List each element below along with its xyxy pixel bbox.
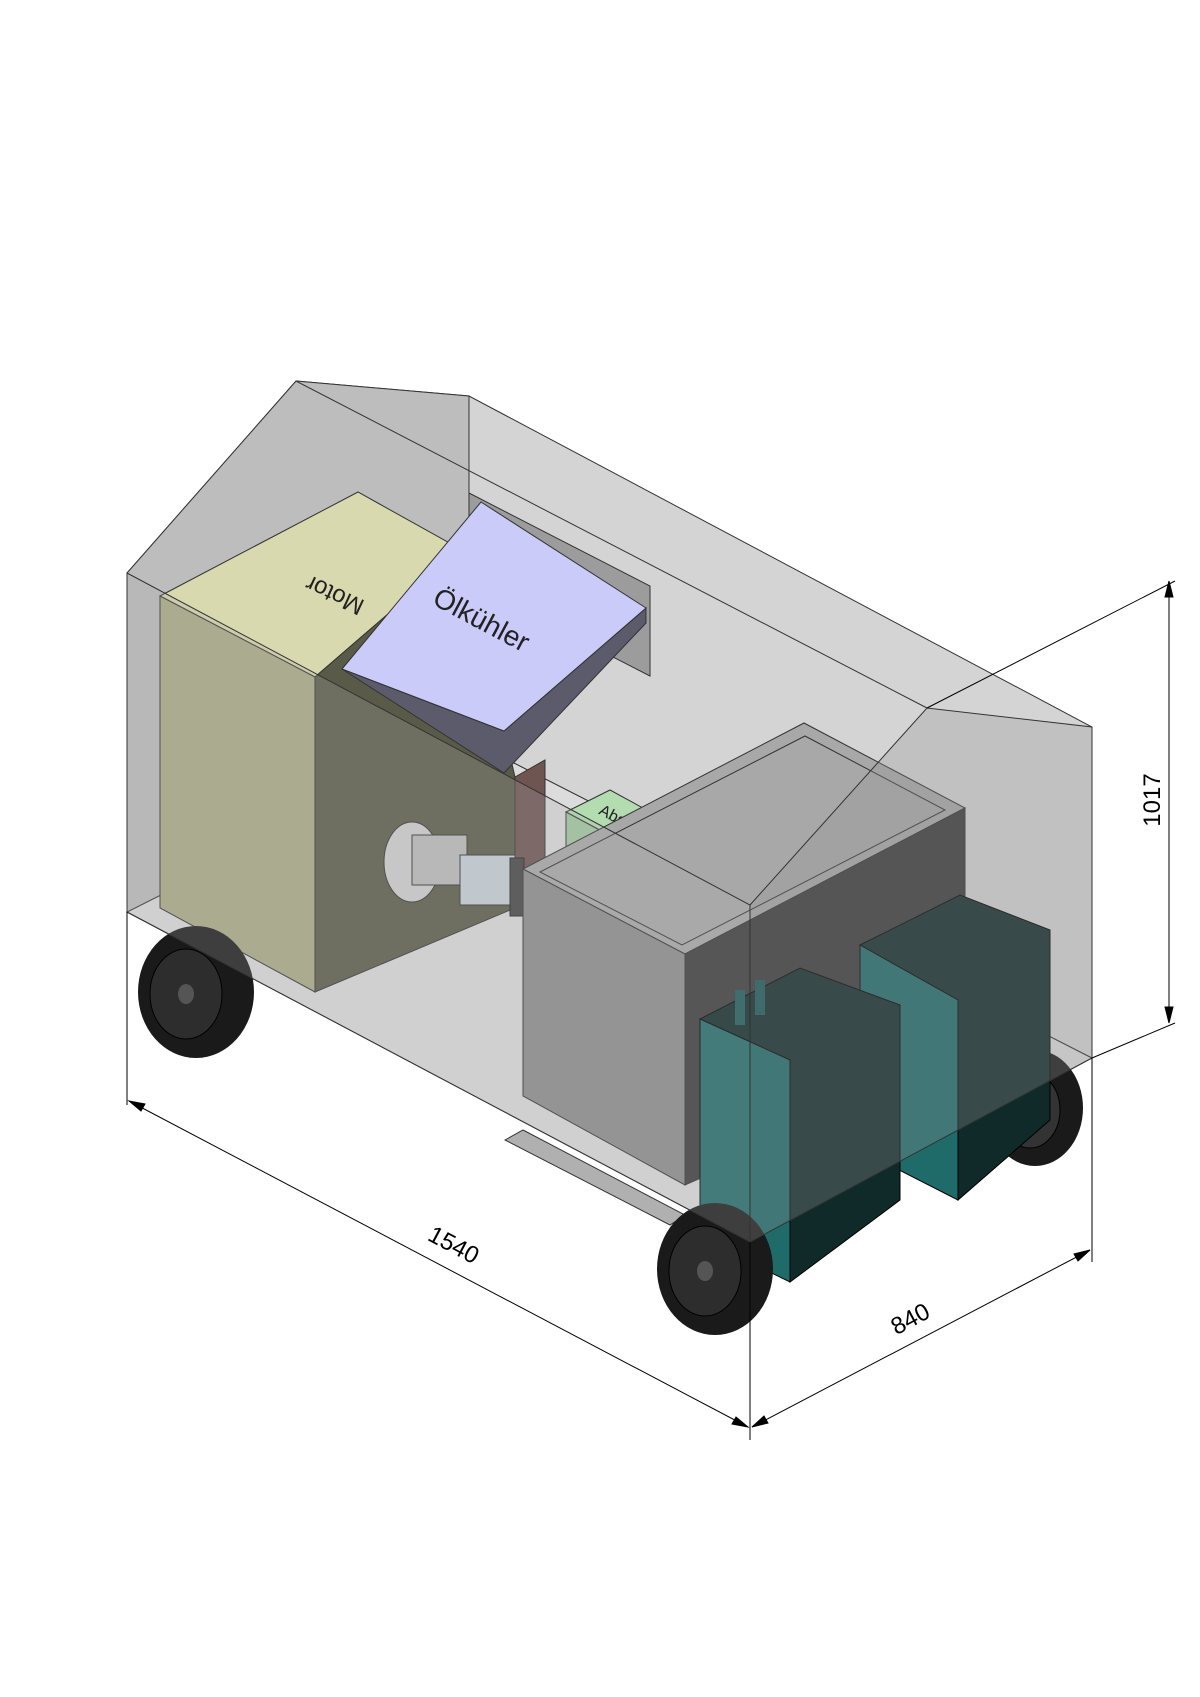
dimension-height: 1017	[1139, 773, 1166, 826]
hydraulic-pump	[383, 821, 525, 917]
dimension-lines	[126, 580, 1176, 1440]
housing-right-face	[749, 707, 1093, 1243]
dimension-width: 840	[886, 1298, 934, 1341]
wheel-front-left	[138, 926, 254, 1058]
oil-cooler: Ölkühler	[341, 501, 647, 774]
dimension-length: 1540	[424, 1221, 484, 1270]
wheel-front-right	[657, 1203, 773, 1335]
